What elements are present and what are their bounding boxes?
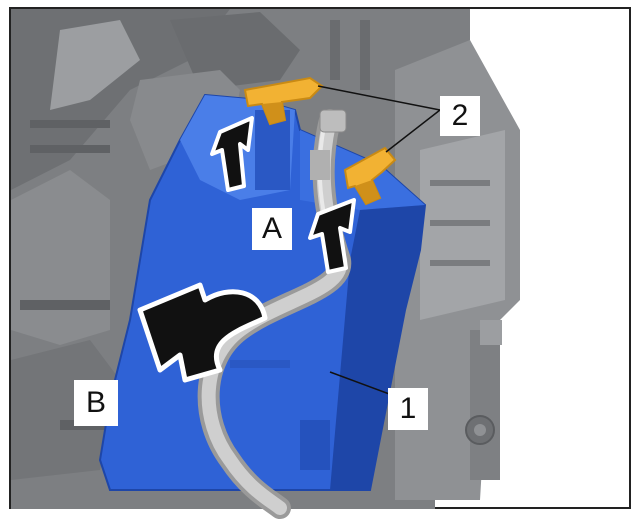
curved-rotate-arrow-icon [137,282,268,383]
callout-A-text: A [261,212,282,245]
push-up-arrow-icon [308,198,356,274]
callout-label-2: 2 [440,96,480,136]
push-up-arrow-icon [210,116,254,192]
orange-clip-right [343,146,397,206]
right-bracket [395,40,520,500]
callout-1-text: 1 [399,392,417,425]
callout-B-text: B [85,386,106,419]
callout-label-B: B [74,380,118,426]
callout-2-text: 2 [451,99,469,132]
leader-lines [317,85,441,396]
callout-label-A: A [252,208,292,250]
orange-clip-left [243,76,324,126]
callout-label-1: 1 [388,388,428,430]
